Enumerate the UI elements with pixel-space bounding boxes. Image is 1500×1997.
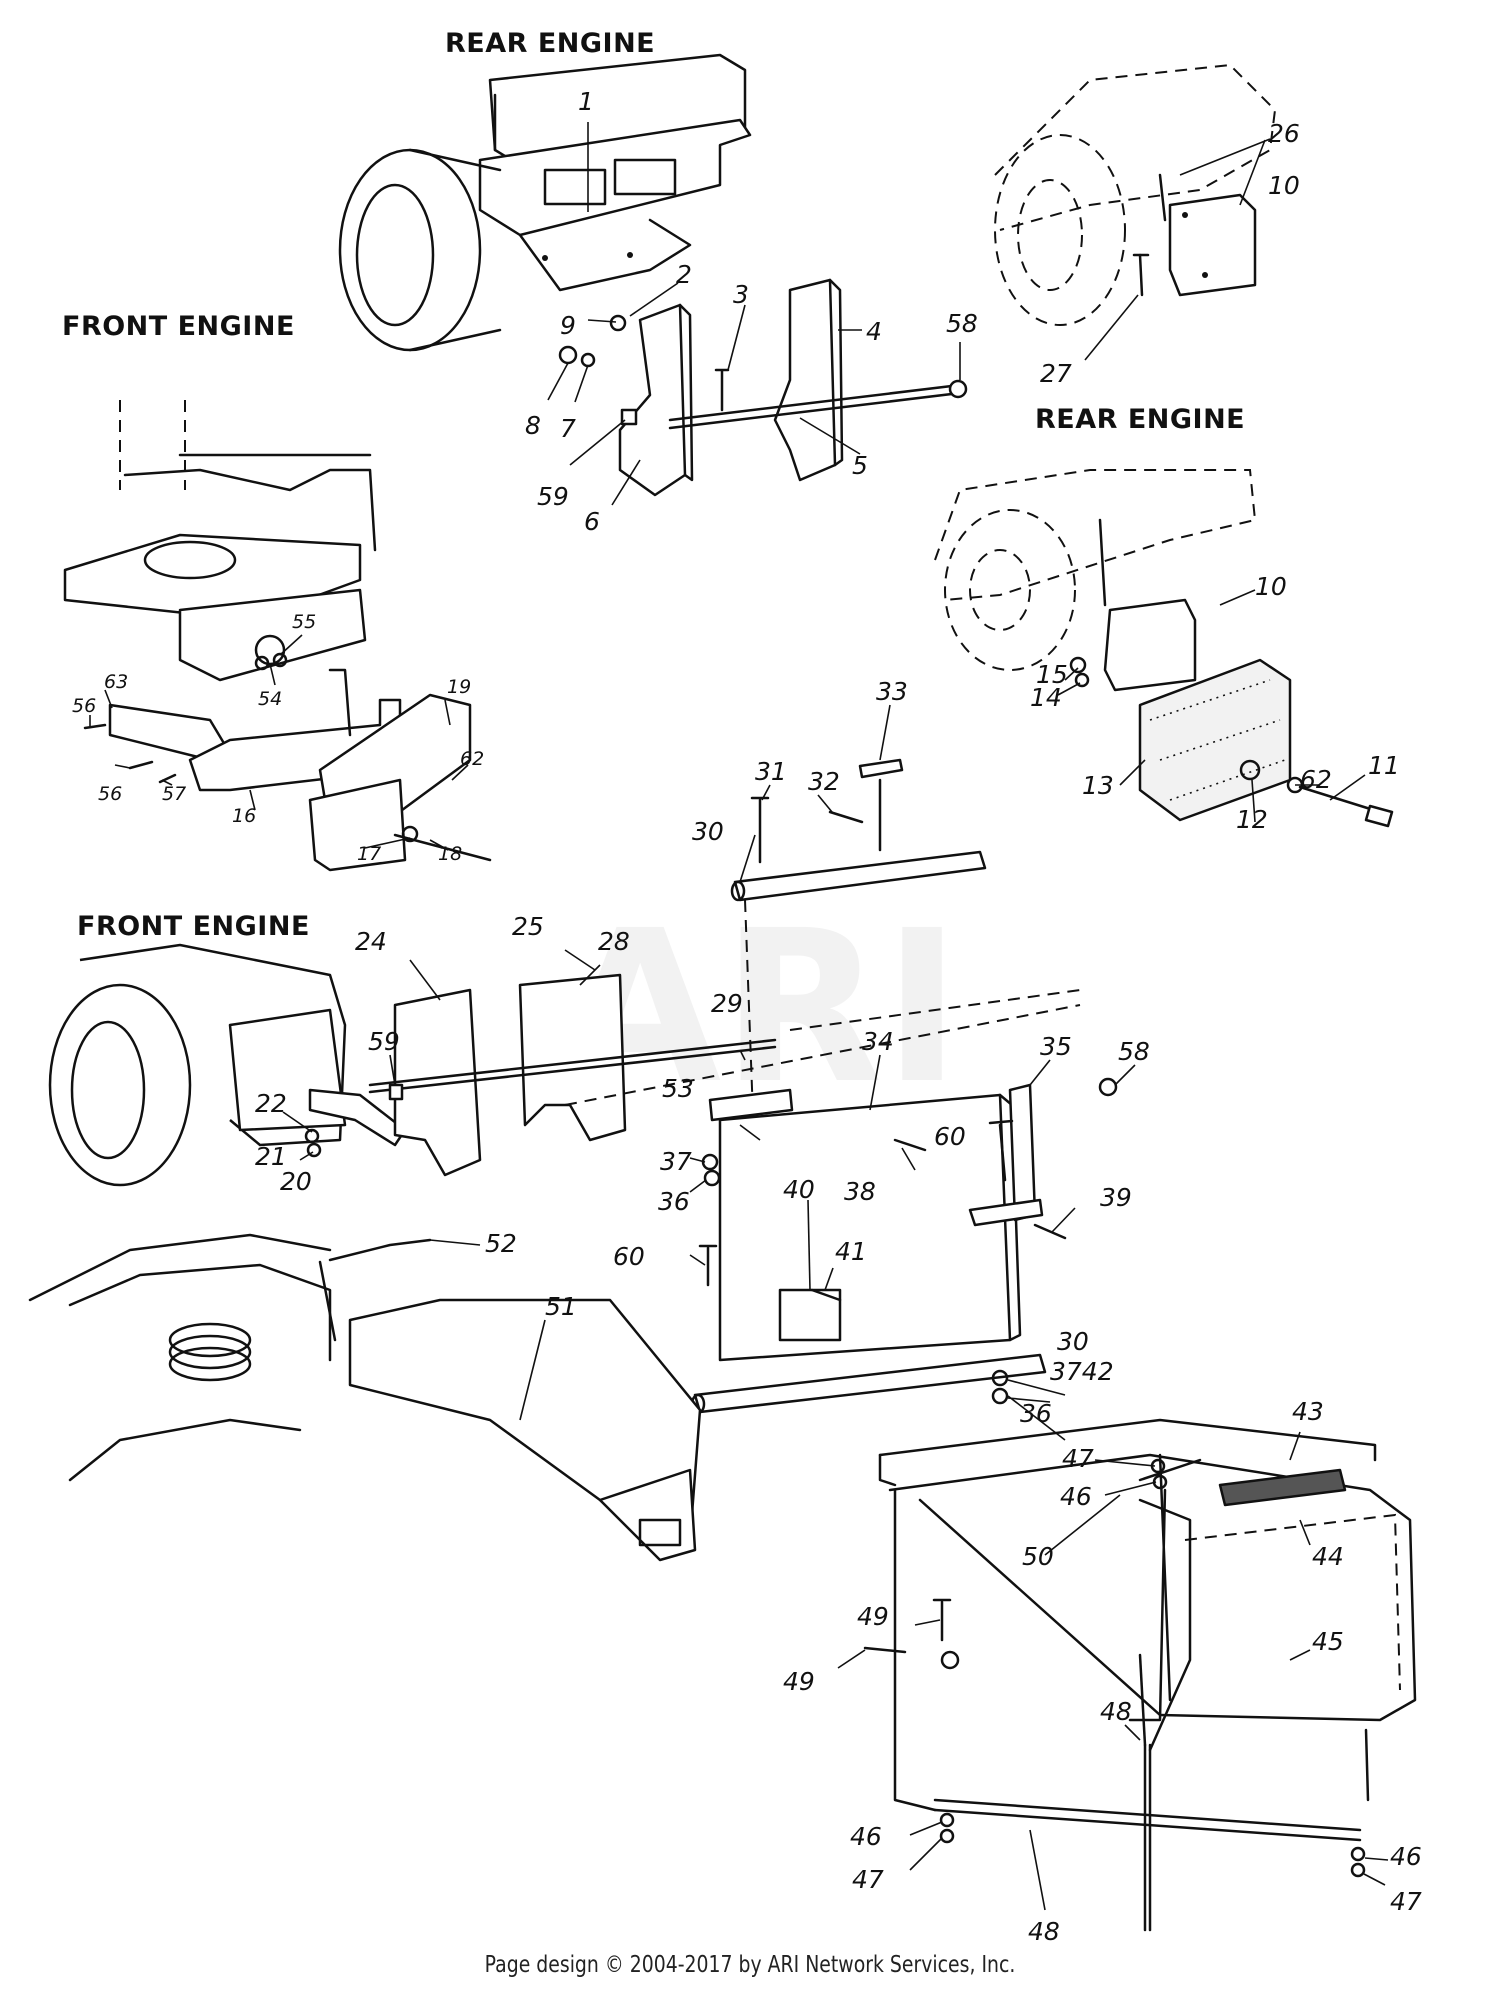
- watermark: ARI: [559, 885, 961, 1130]
- part-label-30-top: 30: [692, 817, 724, 846]
- part-label-51: 51: [545, 1292, 577, 1321]
- part-label-47-top: 47: [1062, 1444, 1094, 1473]
- part-label-59-mid: 59: [368, 1027, 400, 1056]
- part-label-57: 57: [162, 783, 186, 805]
- part-label-48-bottom: 48: [1028, 1917, 1060, 1946]
- part-label-3: 3: [733, 280, 749, 309]
- header-front-engine-mid: FRONT ENGINE: [77, 911, 310, 942]
- part-label-12: 12: [1236, 805, 1268, 834]
- part-label-18: 18: [438, 843, 462, 865]
- part-label-33: 33: [876, 677, 908, 706]
- part-label-44: 44: [1312, 1542, 1344, 1571]
- part-label-28: 28: [598, 927, 630, 956]
- part-label-46-bottom-left: 46: [850, 1822, 882, 1851]
- part-label-40: 40: [783, 1175, 815, 1204]
- part-label-56-bottom: 56: [98, 783, 122, 805]
- part-label-25: 25: [512, 912, 544, 941]
- part-label-53: 53: [662, 1074, 694, 1103]
- part-label-50: 50: [1022, 1542, 1054, 1571]
- part-label-62-right: 62: [1300, 765, 1332, 794]
- part-label-35: 35: [1040, 1032, 1072, 1061]
- part-label-24: 24: [355, 927, 387, 956]
- part-label-49-bottom: 49: [783, 1667, 815, 1696]
- part-label-2: 2: [676, 260, 692, 289]
- part-label-60-right: 60: [934, 1122, 966, 1151]
- part-label-56-top: 56: [72, 695, 96, 717]
- discharge-chute-assembly: [28, 1233, 702, 1562]
- part-label-39: 39: [1100, 1183, 1132, 1212]
- hitch-mount-assembly: [48, 758, 1118, 1415]
- grass-bag-frame-assembly: [863, 1418, 1417, 1932]
- part-label-62-left: 62: [460, 748, 484, 770]
- part-label-47-bottom-right: 47: [1390, 1887, 1422, 1916]
- part-number-labels: 1 2 3 4 5 6 7 8 9 10 10 11 12 13 14 15 1…: [72, 87, 1422, 1946]
- part-label-8: 8: [525, 411, 541, 440]
- part-label-32: 32: [808, 767, 840, 796]
- part-label-22: 22: [255, 1089, 287, 1118]
- part-label-38: 38: [844, 1177, 876, 1206]
- part-label-46-bottom-right: 46: [1390, 1842, 1422, 1871]
- part-label-10-top: 10: [1268, 171, 1300, 200]
- copyright-footer: Page design © 2004-2017 by ARI Network S…: [484, 1952, 1016, 1978]
- part-label-36-top: 36: [658, 1187, 690, 1216]
- part-label-34: 34: [862, 1027, 894, 1056]
- part-label-7: 7: [560, 414, 576, 443]
- front-engine-weight-assembly: [63, 400, 492, 872]
- part-label-20: 20: [280, 1167, 312, 1196]
- part-label-45: 45: [1312, 1627, 1344, 1656]
- part-label-10-right: 10: [1255, 572, 1287, 601]
- part-label-63: 63: [104, 671, 128, 693]
- part-label-15: 15: [1036, 660, 1068, 689]
- part-label-11: 11: [1368, 751, 1400, 780]
- part-label-37: 37: [660, 1147, 692, 1176]
- part-label-27: 27: [1040, 359, 1072, 388]
- rear-engine-bracket-top-right: [994, 63, 1277, 326]
- part-label-52: 52: [485, 1229, 517, 1258]
- part-label-3742: 3742: [1050, 1357, 1114, 1386]
- part-label-16: 16: [232, 805, 256, 827]
- part-label-21: 21: [255, 1142, 287, 1171]
- leader-lines: [89, 122, 1389, 1911]
- part-label-31: 31: [755, 757, 787, 786]
- part-label-26: 26: [1268, 119, 1300, 148]
- part-label-41: 41: [835, 1237, 867, 1266]
- header-rear-engine-right: REAR ENGINE: [1035, 404, 1245, 435]
- part-label-9: 9: [560, 311, 576, 340]
- part-label-5: 5: [852, 451, 868, 480]
- part-label-59-top: 59: [537, 482, 569, 511]
- part-label-49-top: 49: [857, 1602, 889, 1631]
- part-label-58-top: 58: [946, 309, 978, 338]
- part-label-30-bottom: 30: [1057, 1327, 1089, 1356]
- part-label-36-bottom: 36: [1020, 1399, 1052, 1428]
- part-label-46-top: 46: [1060, 1482, 1092, 1511]
- part-label-29: 29: [711, 989, 743, 1018]
- part-label-43: 43: [1292, 1397, 1324, 1426]
- header-rear-engine-top: REAR ENGINE: [445, 28, 655, 59]
- part-label-4: 4: [866, 317, 882, 346]
- part-label-13: 13: [1082, 771, 1114, 800]
- part-label-19: 19: [447, 676, 471, 698]
- part-label-54: 54: [258, 688, 282, 710]
- part-label-1: 1: [578, 87, 594, 116]
- part-label-47-bottom-left: 47: [852, 1865, 884, 1894]
- part-label-14: 14: [1030, 683, 1062, 712]
- rear-engine-hitch-assembly: [338, 53, 968, 497]
- part-label-48-top: 48: [1100, 1697, 1132, 1726]
- part-label-55: 55: [292, 611, 316, 633]
- part-label-17: 17: [357, 843, 381, 865]
- part-label-58-mid: 58: [1118, 1037, 1150, 1066]
- part-label-60-left: 60: [613, 1242, 645, 1271]
- header-front-engine-top: FRONT ENGINE: [62, 311, 295, 342]
- part-label-6: 6: [584, 507, 600, 536]
